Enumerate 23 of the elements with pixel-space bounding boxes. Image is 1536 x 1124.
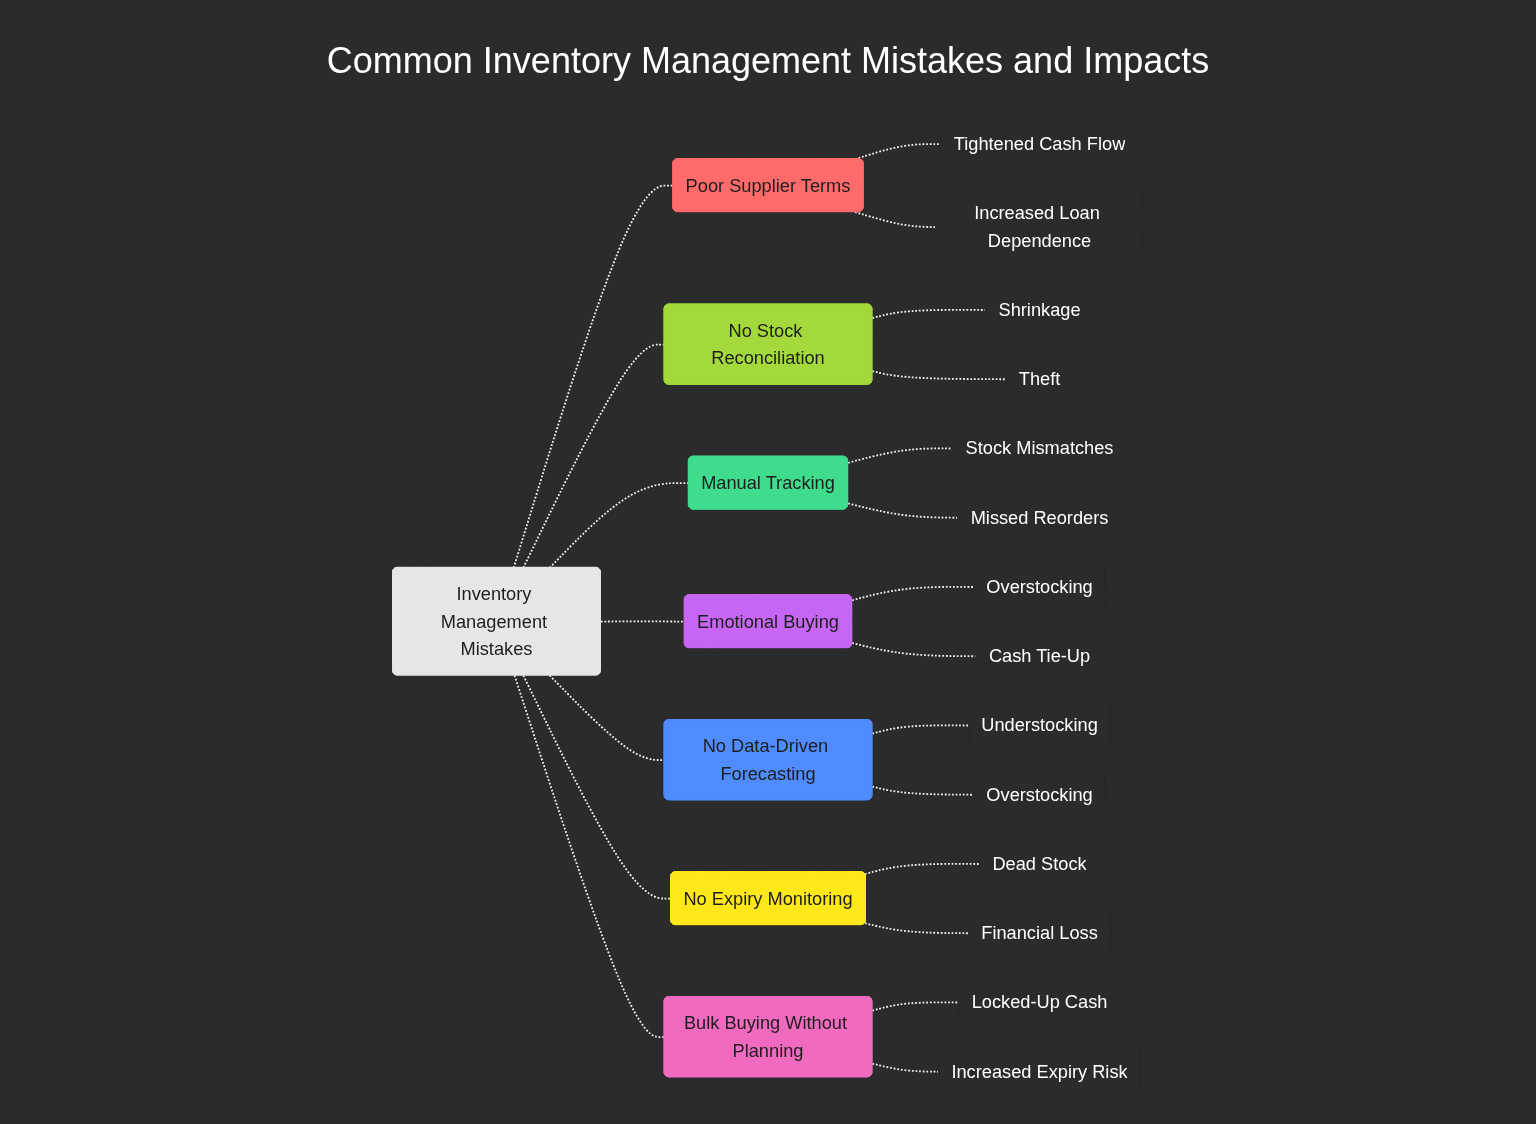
node-text: Increased Loan Dependence bbox=[974, 202, 1100, 251]
node-text: Stock Mismatches bbox=[965, 438, 1114, 459]
node-text: Financial Loss bbox=[981, 922, 1098, 943]
node-text: Understocking bbox=[981, 715, 1098, 736]
node-text: Cash Tie-Up bbox=[988, 645, 1091, 666]
node-text: Shrinkage bbox=[998, 299, 1081, 320]
node-text: Theft bbox=[1018, 368, 1061, 389]
connector bbox=[599, 620, 686, 623]
connector bbox=[854, 211, 937, 228]
connector bbox=[871, 785, 975, 796]
diagram-title: Common Inventory Management Mistakes and Impacts bbox=[325, 40, 1211, 82]
node-text: Tightened Cash Flow bbox=[953, 133, 1126, 154]
node-text: Overstocking bbox=[986, 576, 1093, 597]
connector bbox=[871, 370, 1008, 381]
node-text: Locked-Up Cash bbox=[971, 992, 1108, 1013]
connector bbox=[513, 674, 666, 1039]
node-text: Dead Stock bbox=[992, 853, 1087, 874]
connector bbox=[863, 922, 970, 935]
connector bbox=[851, 586, 975, 602]
node-text: Missed Reorders bbox=[970, 507, 1109, 528]
node-text: Increased Expiry Risk bbox=[951, 1061, 1128, 1082]
connector bbox=[871, 724, 970, 735]
node-text: Overstocking bbox=[986, 784, 1093, 805]
